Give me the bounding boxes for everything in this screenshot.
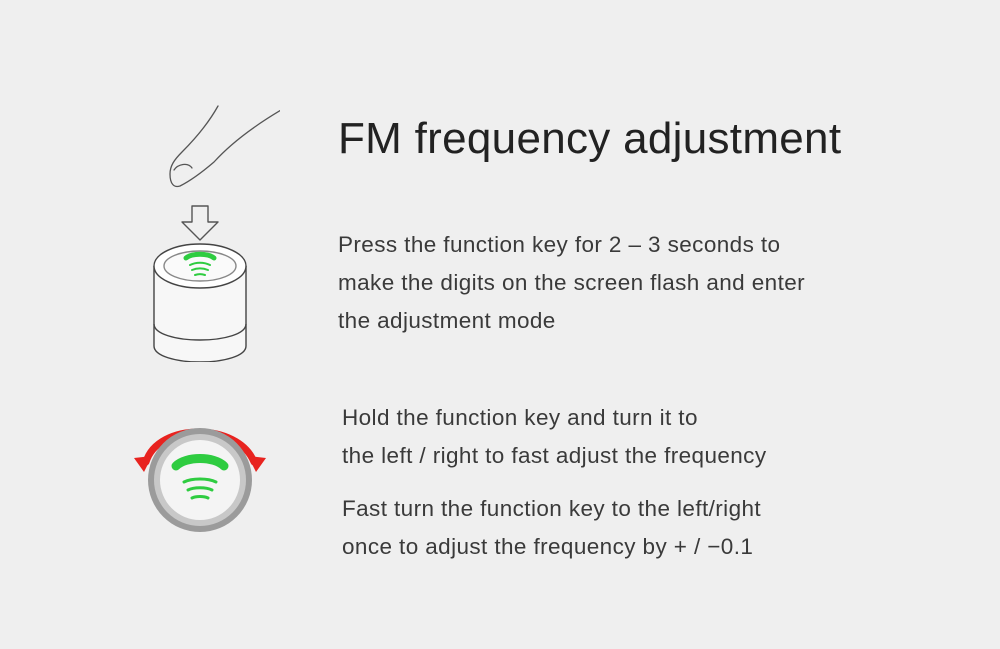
step-2-text: Hold the function key and turn it to the… — [342, 399, 766, 475]
rotate-knob-icon — [134, 428, 266, 532]
phone-icon — [183, 251, 217, 276]
step-3-text: Fast turn the function key to the left/r… — [342, 490, 761, 566]
page-title: FM frequency adjustment — [338, 114, 842, 163]
phone-icon — [171, 454, 229, 500]
text-line: make the digits on the screen flash and … — [338, 270, 806, 295]
text-line: the left / right to fast adjust the freq… — [342, 443, 767, 468]
down-arrow-icon — [181, 205, 219, 241]
finger-press-speaker-icon — [153, 105, 280, 362]
text-line: Hold the function key and turn it to — [342, 405, 698, 430]
text-line: the adjustment mode — [338, 308, 556, 333]
speaker-device — [153, 243, 247, 362]
text-line: once to adjust the frequency by + / −0.1 — [342, 534, 754, 559]
text-line: Press the function key for 2 – 3 seconds… — [338, 232, 781, 257]
step-1-text: Press the function key for 2 – 3 seconds… — [338, 226, 805, 340]
text-line: Fast turn the function key to the left/r… — [342, 496, 762, 521]
finger-icon — [169, 105, 280, 188]
